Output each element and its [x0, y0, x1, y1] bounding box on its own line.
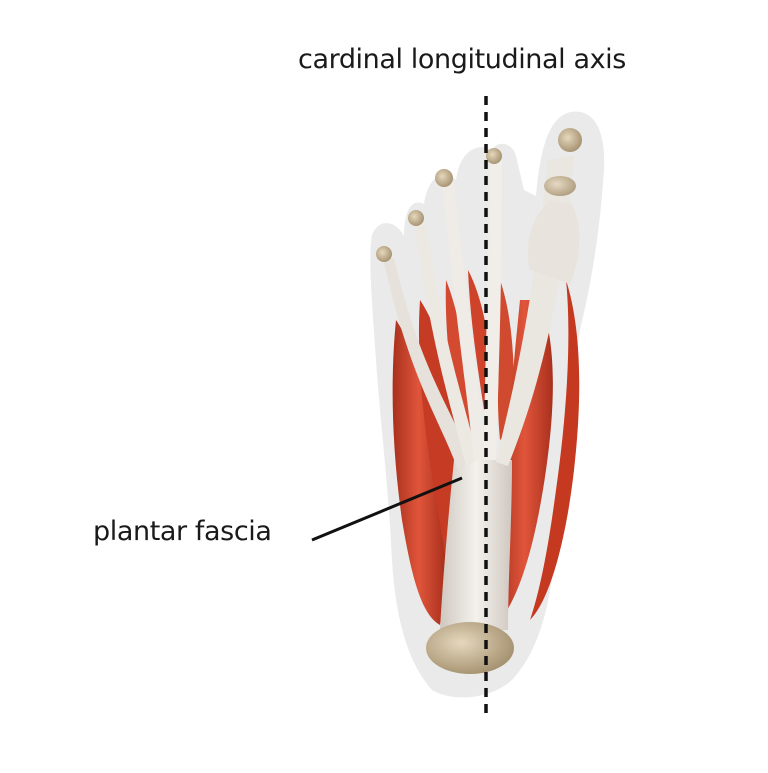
plantar-fascia-tendons	[384, 156, 580, 630]
toe-bones	[376, 128, 582, 262]
fascia-leader-line	[311, 476, 463, 542]
axis-label: cardinal longitudinal axis	[298, 44, 626, 75]
heel-bone	[426, 622, 514, 674]
plantar-fascia-label: plantar fascia	[93, 516, 272, 547]
